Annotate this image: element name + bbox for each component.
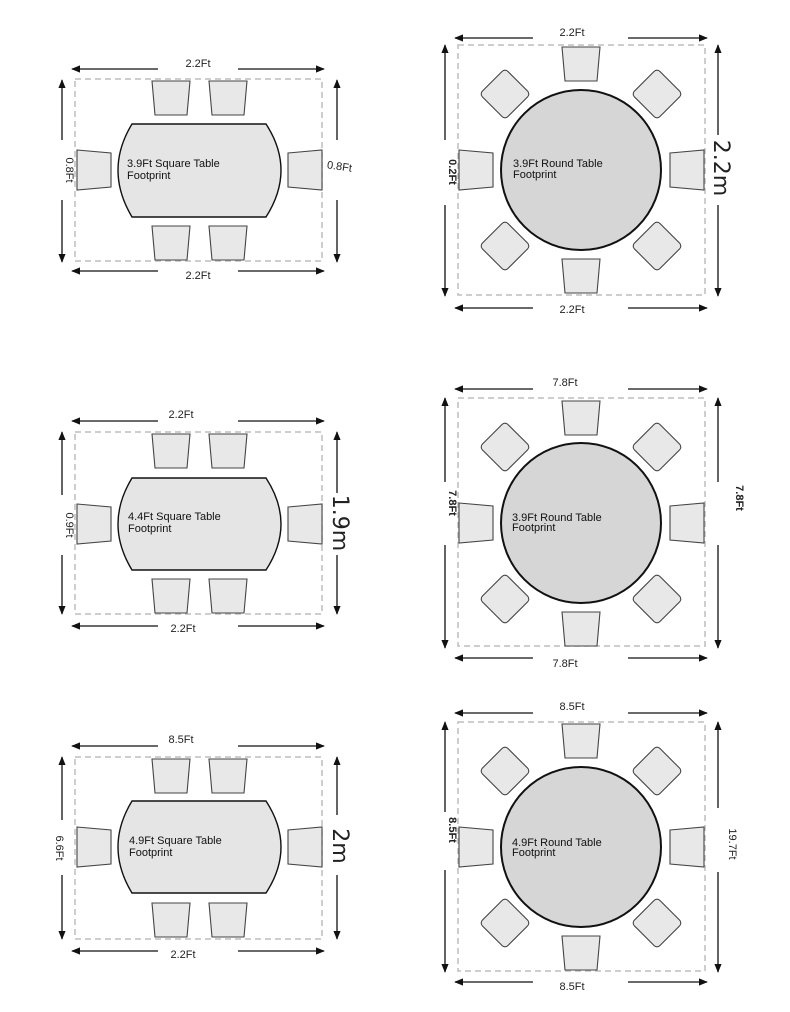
chair xyxy=(478,219,532,273)
bottom-dimension: 2.2Ft xyxy=(185,270,210,282)
chair xyxy=(630,67,684,121)
footprint-boundary xyxy=(457,44,706,296)
left-dimension: 0.2Ft xyxy=(446,159,458,185)
top-dimension: 2.2Ft xyxy=(168,409,193,421)
top-dimension: 8.5Ft xyxy=(168,734,193,746)
chair xyxy=(151,578,191,614)
footprint-boundary xyxy=(74,756,323,940)
footprint-round-1: 2.2Ft 2.2Ft 0.2Ft 2.2m 3.9Ft Round Table… xyxy=(441,27,733,316)
right-dimension: 7.8Ft xyxy=(733,485,745,511)
chair xyxy=(151,225,191,261)
bottom-dimension: 2.2Ft xyxy=(170,949,195,961)
chair xyxy=(76,826,112,868)
footprint-round-3: 8.5Ft 8.5Ft 8.5Ft 19.7Ft 4.9Ft Round Tab… xyxy=(441,701,738,993)
footprint-boundary xyxy=(74,431,323,615)
bottom-dimension: 2.2Ft xyxy=(559,304,584,316)
footprint-round-2: 7.8Ft 7.8Ft 7.8Ft 7.8Ft 3.9Ft Round Tabl… xyxy=(441,377,745,670)
chair xyxy=(561,258,601,294)
left-dimension: 0.8Ft xyxy=(63,157,75,182)
chair xyxy=(151,433,191,469)
chair xyxy=(630,219,684,273)
chair xyxy=(478,744,532,798)
table-label: 4.4Ft Square Table xyxy=(128,511,221,523)
chair xyxy=(561,400,601,436)
round-table xyxy=(500,766,662,928)
left-dimension: 8.5Ft xyxy=(446,817,458,843)
bottom-dimension: 2.2Ft xyxy=(170,623,195,635)
chair xyxy=(458,149,494,191)
table-label: 3.9Ft Round Table xyxy=(513,158,603,170)
table-label-sub: Footprint xyxy=(129,847,172,859)
chair xyxy=(561,935,601,971)
table-label-sub: Footprint xyxy=(512,522,555,534)
chair xyxy=(208,80,248,116)
right-dimension: 0.8Ft xyxy=(326,159,353,174)
chair xyxy=(76,503,112,545)
chair xyxy=(458,502,494,544)
chair xyxy=(669,502,705,544)
chair xyxy=(669,149,705,191)
chair xyxy=(478,67,532,121)
round-table xyxy=(500,442,662,604)
chair xyxy=(208,758,248,794)
chair xyxy=(478,896,532,950)
chair xyxy=(478,572,532,626)
chair xyxy=(287,826,323,868)
right-dimension: 1.9m xyxy=(327,495,352,551)
footprint-boundary xyxy=(74,78,323,262)
bottom-dimension: 8.5Ft xyxy=(559,981,584,993)
chair xyxy=(151,80,191,116)
chair xyxy=(630,420,684,474)
chair xyxy=(151,902,191,938)
top-dimension: 2.2Ft xyxy=(185,58,210,70)
footprint-square-3: 8.5Ft 2.2Ft 6.6Ft 2m 4.9Ft Square Table … xyxy=(53,734,352,961)
top-dimension: 2.2Ft xyxy=(559,27,584,39)
chair xyxy=(76,149,112,191)
left-dimension: 0.9Ft xyxy=(63,512,75,537)
chair xyxy=(287,503,323,545)
chair xyxy=(458,826,494,868)
chair xyxy=(151,758,191,794)
table-label-sub: Footprint xyxy=(128,523,171,535)
table-label: 3.9Ft Square Table xyxy=(127,158,220,170)
chair xyxy=(208,225,248,261)
chair xyxy=(208,902,248,938)
chair xyxy=(208,433,248,469)
table-label: 4.9Ft Square Table xyxy=(129,835,222,847)
chair xyxy=(630,896,684,950)
footprint-square-2: 2.2Ft 2.2Ft 0.9Ft 1.9m 4.4Ft Square Tabl… xyxy=(58,409,352,635)
top-dimension: 8.5Ft xyxy=(559,701,584,713)
table-label: 4.9Ft Round Table xyxy=(512,837,602,849)
chair xyxy=(478,420,532,474)
footprint-boundary xyxy=(457,721,706,972)
right-dimension: 2.2m xyxy=(708,140,733,196)
chair xyxy=(669,826,705,868)
table-label: 3.9Ft Round Table xyxy=(512,512,602,524)
round-table xyxy=(500,89,662,251)
table-label-sub: Footprint xyxy=(512,847,555,859)
table-label-sub: Footprint xyxy=(513,169,556,181)
right-dimension: 2m xyxy=(327,828,352,863)
bottom-dimension: 7.8Ft xyxy=(552,658,577,670)
table-label-sub: Footprint xyxy=(127,170,170,182)
footprint-boundary xyxy=(457,397,706,647)
left-dimension: 7.8Ft xyxy=(446,490,458,516)
chair xyxy=(561,723,601,759)
chair xyxy=(561,611,601,647)
square-table xyxy=(117,123,282,218)
footprint-square-1: 2.2Ft 2.2Ft 0.8Ft 0.8Ft 3.9Ft Square Tab… xyxy=(58,58,353,282)
chair xyxy=(630,572,684,626)
chair xyxy=(630,744,684,798)
chair xyxy=(208,578,248,614)
left-dimension: 6.6Ft xyxy=(53,835,65,860)
chair xyxy=(561,46,601,82)
top-dimension: 7.8Ft xyxy=(552,377,577,389)
chair xyxy=(287,149,323,191)
right-dimension: 19.7Ft xyxy=(726,828,738,859)
square-table xyxy=(117,477,282,571)
square-table xyxy=(117,800,282,894)
